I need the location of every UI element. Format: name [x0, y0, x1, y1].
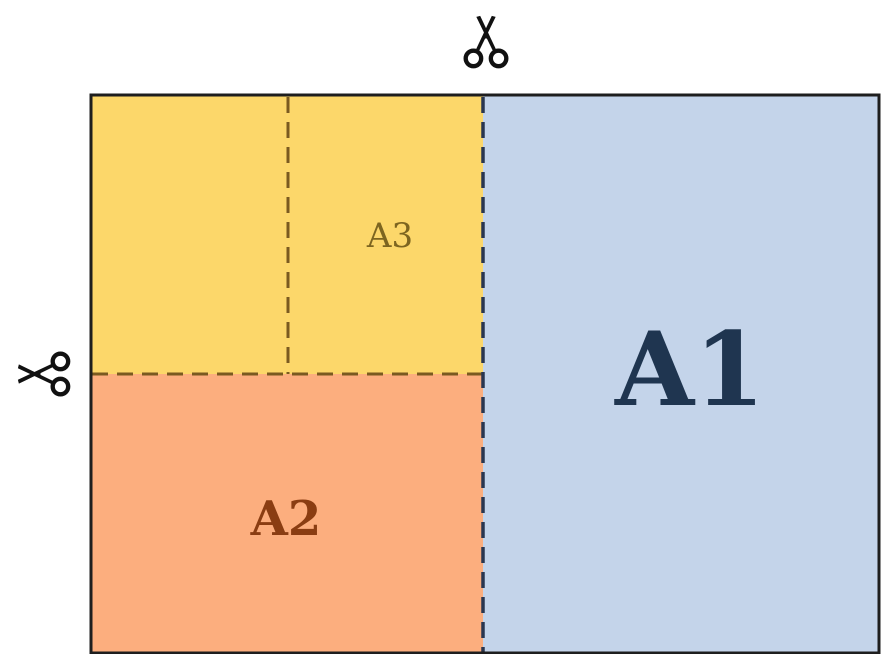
sheet-a3-label: A3: [366, 216, 414, 256]
sheet-a1-label: A1: [614, 310, 766, 430]
scissors-icon: [17, 351, 71, 397]
sheet-a2-region: [92, 374, 483, 652]
sheet-a2-label: A2: [250, 491, 322, 547]
sheet-outline: [89, 93, 881, 654]
sheet-a1-region: [483, 96, 878, 652]
scissors-icon: [463, 15, 509, 69]
